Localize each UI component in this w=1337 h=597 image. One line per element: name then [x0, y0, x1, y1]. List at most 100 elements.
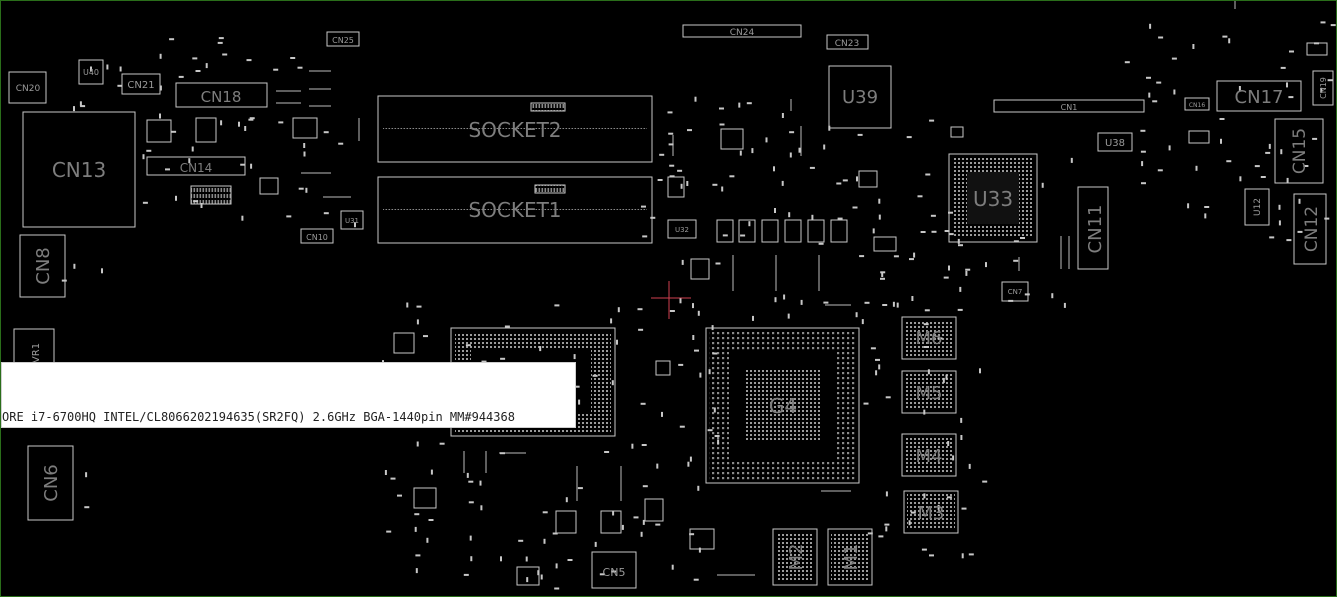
passive-component[interactable]	[852, 206, 858, 209]
passive-component[interactable]	[809, 166, 815, 169]
passive-component[interactable]	[1280, 149, 1283, 155]
passive-component[interactable]	[1219, 118, 1225, 120]
cn7-outline[interactable]	[1001, 281, 1029, 302]
passive-component[interactable]	[241, 215, 244, 221]
passive-component[interactable]	[671, 564, 674, 570]
passive-component[interactable]	[707, 429, 713, 432]
passive-component[interactable]	[1156, 81, 1162, 84]
passive-component[interactable]	[1020, 237, 1025, 239]
cn24-outline[interactable]	[682, 24, 802, 38]
passive-component[interactable]	[924, 309, 930, 312]
passive-component[interactable]	[789, 131, 795, 134]
passive-component[interactable]	[238, 121, 240, 127]
passive-component[interactable]	[774, 208, 776, 213]
passive-component[interactable]	[699, 372, 702, 378]
passive-component[interactable]	[386, 530, 392, 533]
passive-component[interactable]	[929, 119, 935, 122]
passive-component[interactable]	[906, 136, 912, 139]
passive-component[interactable]	[578, 399, 581, 405]
passive-component[interactable]	[781, 113, 784, 118]
passive-component[interactable]	[781, 180, 784, 186]
cn16-outline[interactable]	[1184, 97, 1210, 111]
passive-component[interactable]	[248, 118, 254, 121]
passive-component[interactable]	[1265, 151, 1271, 154]
passive-component[interactable]	[305, 187, 308, 193]
m1-package[interactable]	[827, 528, 873, 586]
passive-component[interactable]	[117, 84, 123, 87]
passive-component[interactable]	[384, 470, 387, 475]
passive-component[interactable]	[200, 203, 203, 208]
passive-component[interactable]	[650, 216, 656, 219]
passive-component[interactable]	[604, 451, 610, 453]
passive-component[interactable]	[746, 102, 752, 105]
passive-component[interactable]	[880, 271, 886, 274]
passive-component[interactable]	[1314, 42, 1319, 45]
passive-component[interactable]	[961, 507, 967, 510]
passive-component[interactable]	[738, 102, 741, 108]
passive-component[interactable]	[669, 175, 675, 178]
passive-component[interactable]	[1152, 100, 1158, 103]
passive-component[interactable]	[924, 346, 929, 348]
cn1-outline[interactable]	[993, 99, 1145, 113]
passive-component[interactable]	[1327, 79, 1333, 82]
passive-component[interactable]	[1141, 182, 1146, 185]
passive-component[interactable]	[542, 511, 548, 514]
passive-component[interactable]	[864, 301, 870, 304]
passive-component[interactable]	[857, 133, 863, 136]
passive-component[interactable]	[1228, 38, 1231, 44]
passive-component[interactable]	[1239, 176, 1242, 182]
passive-component[interactable]	[1204, 206, 1210, 208]
passive-component[interactable]	[1220, 138, 1222, 144]
passive-component[interactable]	[729, 175, 735, 178]
passive-component[interactable]	[101, 268, 103, 274]
passive-component[interactable]	[661, 411, 663, 417]
passive-component[interactable]	[416, 319, 419, 325]
passive-component[interactable]	[979, 368, 981, 374]
passive-component[interactable]	[739, 150, 742, 156]
cn12-outline[interactable]	[1293, 193, 1327, 265]
passive-component[interactable]	[678, 363, 684, 366]
passive-component[interactable]	[1254, 165, 1260, 168]
cn25-outline[interactable]	[326, 31, 360, 47]
passive-component[interactable]	[1298, 198, 1301, 204]
passive-component[interactable]	[694, 349, 699, 352]
passive-component[interactable]	[240, 163, 246, 166]
passive-component[interactable]	[621, 524, 624, 530]
cn20-outline[interactable]	[8, 71, 47, 104]
passive-component[interactable]	[222, 53, 228, 56]
m6-package[interactable]	[901, 316, 957, 360]
passive-component[interactable]	[599, 573, 605, 576]
passive-component[interactable]	[250, 163, 253, 169]
passive-component[interactable]	[540, 574, 543, 580]
cn23-outline[interactable]	[826, 34, 869, 50]
passive-component[interactable]	[218, 37, 224, 40]
passive-component[interactable]	[884, 523, 890, 526]
passive-component[interactable]	[525, 556, 528, 562]
passive-component[interactable]	[518, 539, 524, 542]
passive-component[interactable]	[859, 255, 865, 258]
passive-component[interactable]	[463, 573, 469, 576]
passive-component[interactable]	[543, 538, 546, 544]
passive-component[interactable]	[414, 526, 417, 532]
passive-component[interactable]	[1124, 61, 1130, 64]
passive-component[interactable]	[960, 435, 963, 440]
passive-component[interactable]	[927, 369, 930, 375]
passive-component[interactable]	[961, 553, 964, 559]
passive-component[interactable]	[798, 147, 801, 153]
passive-component[interactable]	[175, 195, 177, 201]
passive-component[interactable]	[414, 513, 420, 516]
u12-outline[interactable]	[1244, 188, 1270, 226]
passive-component[interactable]	[465, 344, 471, 347]
passive-component[interactable]	[1204, 213, 1207, 219]
passive-component[interactable]	[1324, 217, 1330, 220]
passive-component[interactable]	[191, 146, 194, 152]
passive-component[interactable]	[500, 357, 506, 360]
passive-component[interactable]	[959, 286, 962, 292]
passive-component[interactable]	[823, 144, 826, 150]
passive-component[interactable]	[945, 374, 948, 380]
passive-component[interactable]	[642, 519, 645, 525]
passive-component[interactable]	[616, 339, 618, 345]
passive-component[interactable]	[692, 303, 694, 309]
passive-component[interactable]	[937, 337, 943, 340]
passive-component[interactable]	[694, 96, 697, 102]
